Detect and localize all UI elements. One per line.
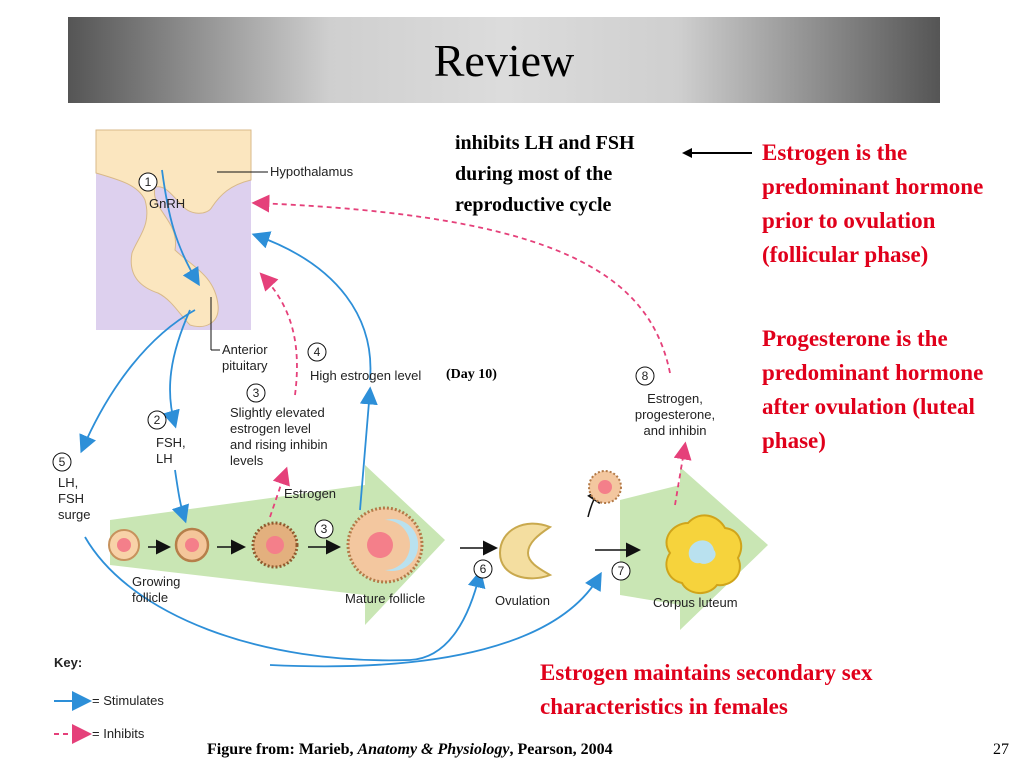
step-1-label: 1 (145, 175, 152, 189)
hormone-cycle-figure: 1 2 3 4 5 3 6 7 8 Hypothalamus GnRH Ante… (40, 125, 780, 745)
step-4-circle (307, 342, 327, 362)
lh-surge-line-1: LH, (58, 475, 78, 490)
surge-to-ovulation-arrow (84, 536, 486, 662)
fsh-lh-arrow (162, 309, 191, 429)
slightly-elevated-line-3: and rising inhibin (230, 437, 328, 452)
fsh-label: FSH, (156, 435, 186, 450)
oocyte-mature (367, 532, 393, 558)
progesterone-predominant-note: Progesterone is the predominant hormone … (762, 326, 984, 453)
step-1-circle (138, 172, 158, 192)
key-inhibits-label: = Inhibits (92, 726, 145, 741)
fsh-lh-to-follicle-arrow (171, 469, 189, 524)
page-number: 27 (993, 741, 1009, 758)
estrogen-maintains-note: Estrogen maintains secondary sex charact… (540, 660, 873, 719)
lh-surge-line-3: surge (58, 507, 91, 522)
estrogen-label: Estrogen (284, 486, 336, 501)
slide-title: Review (433, 34, 575, 86)
inhibits-note: inhibits LH and FSH during most of the r… (455, 132, 635, 216)
corpus-luteum-center (688, 540, 716, 564)
oocyte-2 (185, 538, 199, 552)
pituitary-shape (95, 129, 252, 328)
lh-label: LH (156, 451, 173, 466)
inhibits-pointer-head (682, 148, 692, 158)
step-3a-circle (246, 383, 266, 403)
growing-follicle-label-2: follicle (132, 590, 168, 605)
lh-fsh-surge-arrow (79, 309, 196, 454)
step-5-label: 5 (59, 455, 66, 469)
title-bar: Review (68, 17, 940, 103)
oocyte-3 (266, 536, 284, 554)
step-3b-circle (314, 519, 334, 539)
step-4-label: 4 (314, 345, 321, 359)
gnrh-arrow (161, 169, 200, 287)
slightly-elevated-line-4: levels (230, 453, 264, 468)
step-3b-label: 3 (321, 522, 328, 536)
mature-to-high-estrogen-arrow (359, 386, 378, 511)
step-6-label: 6 (480, 562, 487, 576)
luteal-feedback-arrow (251, 194, 671, 374)
oocyte-1 (117, 538, 131, 552)
step-2-label: 2 (154, 413, 161, 427)
high-estrogen-arrow (251, 231, 372, 381)
anterior-label: Anterior (222, 342, 268, 357)
figure-svg: 1 2 3 4 5 3 6 7 8 Hypothalamus GnRH Ante… (52, 129, 768, 744)
hypothalamus-label: Hypothalamus (270, 164, 354, 179)
hormones-8-line-3: and inhibin (644, 423, 707, 438)
hormones-8-line-2: progesterone, (635, 407, 715, 422)
ovulation-label: Ovulation (495, 593, 550, 608)
key-stimulates-label: = Stimulates (92, 693, 164, 708)
corpus-luteum-label: Corpus luteum (653, 595, 738, 610)
step-7-label: 7 (618, 564, 625, 578)
corpus-to-hormones-arrow (673, 441, 692, 506)
growing-follicle-label-1: Growing (132, 574, 180, 589)
step-8-circle (635, 366, 655, 386)
lh-surge-line-2: FSH (58, 491, 84, 506)
mature-follicle-label: Mature follicle (345, 591, 425, 606)
surge-to-corpus-arrow (269, 571, 602, 668)
step-2-circle (147, 410, 167, 430)
pituitary-label: pituitary (222, 358, 268, 373)
inhibits-pointer (682, 148, 752, 158)
inhibin-feedback-arrow (259, 272, 298, 396)
step-5-circle (52, 452, 72, 472)
ovulated-follicle (498, 522, 553, 580)
figure-citation: Figure from: Marieb, Anatomy & Physiolog… (207, 741, 613, 759)
released-oocyte-core (598, 480, 612, 494)
step-7-circle (611, 561, 631, 581)
slightly-elevated-line-1: Slightly elevated (230, 405, 325, 420)
step-8-label: 8 (642, 369, 649, 383)
hormones-8-line-1: Estrogen, (647, 391, 703, 406)
step-3a-label: 3 (253, 386, 260, 400)
estrogen-predominant-note: Estrogen is the predominant hormone prio… (762, 140, 984, 267)
citation-suffix: , Pearson, 2004 (509, 741, 613, 758)
antrum (385, 519, 419, 571)
key-title: Key: (54, 655, 82, 670)
day-note: (Day 10) (446, 367, 497, 382)
slightly-elevated-line-2: estrogen level (230, 421, 311, 436)
high-estrogen-label: High estrogen level (310, 368, 421, 383)
step-6-circle (473, 559, 493, 579)
gnrh-label: GnRH (149, 196, 185, 211)
citation-prefix: Figure from: Marieb, (207, 741, 358, 758)
citation-book: Anatomy & Physiology (357, 741, 510, 758)
